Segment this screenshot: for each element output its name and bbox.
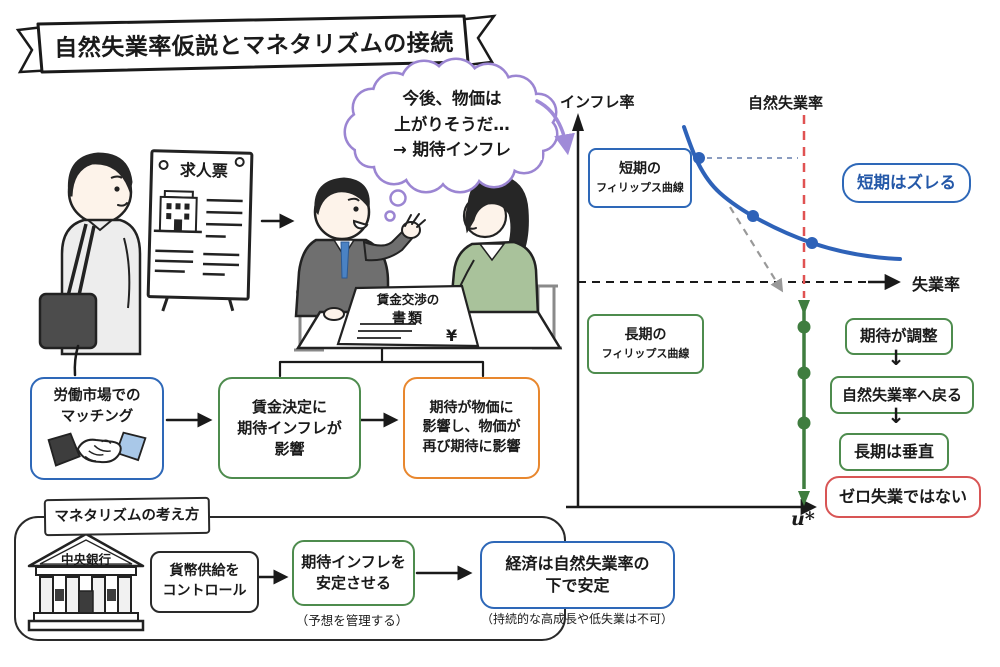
building-icon <box>153 189 202 234</box>
zero-unemployment-warning: ゼロ失業ではない <box>825 476 982 518</box>
long-run-point-3 <box>797 416 811 430</box>
thought-bubble-text: 今後、物価は 上がりそうだ… → 期待インフレ <box>356 86 548 163</box>
matching-line2: マッチング <box>60 408 134 425</box>
bubble-line-1: 今後、物価は <box>402 89 502 108</box>
wage-line2: 期待インフレが <box>237 418 342 437</box>
job-board <box>146 149 254 312</box>
connector-person-to-box <box>73 344 80 377</box>
pin-icon <box>234 156 245 167</box>
wage-negotiation-illustration <box>294 174 563 352</box>
stabilize-caption: （予想を管理する） <box>295 613 409 628</box>
y-axis-label: インフレ率 <box>560 93 635 111</box>
warning-text: ゼロ失業ではない <box>839 486 968 506</box>
long-run-curve-label: 長期の フィリップス曲線 <box>587 314 704 374</box>
thought-bubble <box>343 57 559 194</box>
curve-point-1 <box>693 152 705 164</box>
handshake-icon <box>47 431 147 467</box>
flow-box-wage-decision: 賃金決定に 期待インフレが 影響 <box>218 377 361 479</box>
shoulder-bag-icon <box>38 292 98 350</box>
monetarism-label-text: マネタリズムの考え方 <box>54 507 200 526</box>
stabilize-expectations-box: 期待インフレを 安定させる <box>292 540 415 606</box>
step-expectations-adjust: 期待が調整 <box>845 318 953 355</box>
x-axis-label: 失業率 <box>912 275 961 294</box>
job-board-text-lines <box>154 198 243 276</box>
stable-caption: （持続的な高成長や低失業は不可） <box>480 612 673 626</box>
document-title-line1: 賃金交渉の <box>376 292 440 307</box>
page-title: 自然失業率仮説とマネタリズムの接続 <box>54 30 454 62</box>
document-title: 賃金交渉の 書類 <box>352 291 464 329</box>
step-long-run-vertical: 長期は垂直 <box>839 433 950 471</box>
short-run-curve-label: 短期の フィリップス曲線 <box>588 148 692 208</box>
pin-icon <box>158 159 169 170</box>
expectation-arrow-purple <box>535 99 575 156</box>
connector-table-bracket <box>278 347 485 378</box>
shift-arrow-gray <box>729 206 784 293</box>
long-run-point-1 <box>797 320 811 334</box>
money-supply-line1: 貨幣供給を <box>169 563 240 580</box>
short-run-label-line1: 短期の <box>619 161 661 178</box>
bubble-line-2: 上がりそうだ… <box>394 114 510 134</box>
money-supply-line2: コントロール <box>162 583 247 599</box>
job-board-title: 求人票 <box>179 160 229 181</box>
job-seeker-hair <box>67 152 133 197</box>
long-run-label-line2: フィリップス曲線 <box>601 347 690 361</box>
money-supply-box: 貨幣供給を コントロール <box>150 551 259 613</box>
stabilize-line2: 安定させる <box>315 574 391 592</box>
stable-line2: 下で安定 <box>545 576 610 595</box>
job-seeker-illustration <box>38 152 142 356</box>
wage-line3: 影響 <box>274 439 305 458</box>
flow-box-expectation-loop: 期待が物価に 影響し、物価が 再び期待に影響 <box>403 377 540 479</box>
step-return-to-natural-rate: 自然失業率へ戻る <box>830 376 975 414</box>
expectation-line3: 再び期待に影響 <box>422 438 521 455</box>
flow-box-labor-matching: 労働市場での マッチング <box>30 377 164 480</box>
short-run-curve <box>682 125 902 261</box>
short-run-callout: 短期はズレる <box>842 163 971 203</box>
necktie <box>340 241 350 279</box>
wage-document <box>336 284 480 348</box>
thought-bubble-tail <box>384 189 407 222</box>
negotiator-man <box>294 177 426 318</box>
curve-point-2 <box>747 210 759 222</box>
economy-stable-box: 経済は自然失業率の 下で安定 <box>480 541 675 609</box>
natural-rate-label: 自然失業率 <box>748 94 824 112</box>
phillips-curve-chart <box>566 113 902 516</box>
long-run-point-2 <box>797 366 811 380</box>
step2-text: 自然失業率へ戻る <box>842 385 963 404</box>
expectation-line1: 期待が物価に <box>429 399 514 416</box>
bubble-line-3: → 期待インフレ <box>392 140 512 160</box>
short-run-callout-text: 短期はズレる <box>857 173 956 193</box>
monetarism-section-label: マネタリズムの考え方 <box>43 496 211 537</box>
short-run-label-line2: フィリップス曲線 <box>596 181 684 195</box>
stabilize-line1: 期待インフレを <box>301 553 406 571</box>
document-title-line2: 書類 <box>392 311 424 328</box>
stable-line1: 経済は自然失業率の <box>505 553 650 573</box>
arrow-down-icon: ↓ <box>887 404 905 428</box>
wage-line1: 賃金決定に <box>251 397 327 416</box>
step1-text: 期待が調整 <box>860 326 938 345</box>
u-star-label: u* <box>791 508 815 530</box>
expectation-line2: 影響し、物価が <box>422 419 521 436</box>
curve-point-3 <box>806 237 818 249</box>
arrow-down-icon: ↓ <box>887 346 905 370</box>
central-bank-label: 中央銀行 <box>60 552 111 567</box>
bank-icon <box>27 532 145 632</box>
step3-text: 長期は垂直 <box>854 441 935 461</box>
yen-symbol: ¥ <box>446 326 458 345</box>
long-run-label-line1: 長期の <box>624 327 667 344</box>
matching-line1: 労働市場での <box>53 388 141 405</box>
